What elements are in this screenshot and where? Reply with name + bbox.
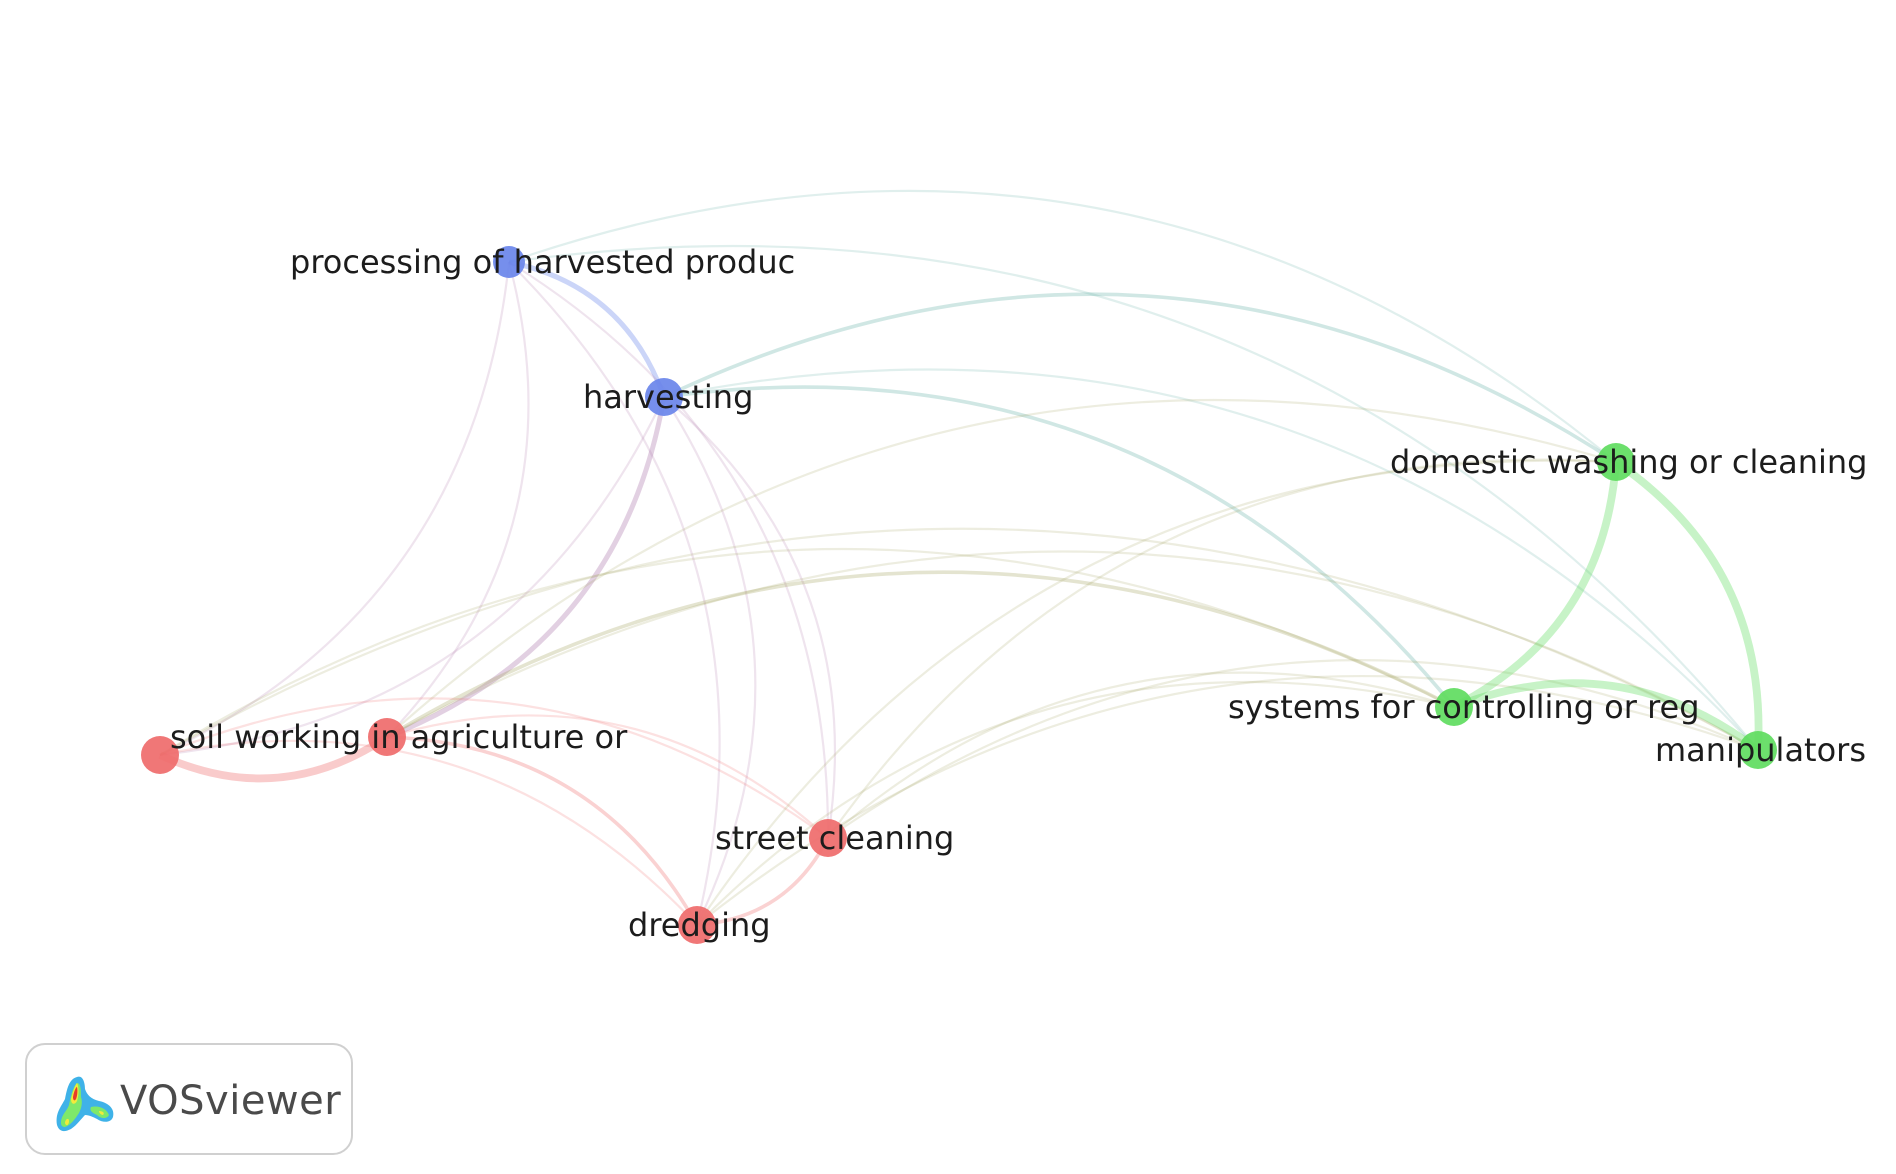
- link-harvesting-soil[interactable]: [386, 396, 667, 740]
- vosviewer-wordmark: VOSviewer: [120, 1078, 342, 1124]
- vosviewer-logo: VOSviewer: [25, 1043, 353, 1155]
- node-street[interactable]: [809, 819, 847, 857]
- node-label-processing[interactable]: processing of harvested produc: [290, 243, 795, 281]
- link-harvesting-unlabeled[interactable]: [159, 396, 665, 757]
- link-harvesting-manipulators[interactable]: [663, 368, 1759, 751]
- link-unlabeled-street[interactable]: [159, 697, 829, 839]
- node-label-harvesting[interactable]: harvesting: [583, 378, 753, 416]
- node-harvesting[interactable]: [645, 378, 683, 416]
- link-soil-manipulators[interactable]: [386, 550, 1759, 751]
- link-street-manipulators[interactable]: [827, 659, 1759, 839]
- link-soil-systems[interactable]: [386, 570, 1455, 739]
- node-processing[interactable]: [493, 246, 525, 278]
- node-systems[interactable]: [1435, 688, 1473, 726]
- link-street-domestic[interactable]: [827, 458, 1617, 839]
- link-processing-street[interactable]: [508, 261, 830, 839]
- link-soil-street[interactable]: [386, 714, 829, 839]
- link-processing-domestic[interactable]: [508, 189, 1617, 463]
- node-label-street[interactable]: street cleaning: [715, 819, 954, 857]
- link-processing-manipulators[interactable]: [508, 244, 1759, 751]
- link-dredging-systems[interactable]: [696, 680, 1455, 926]
- node-label-soil[interactable]: soil working in agriculture or: [170, 718, 628, 756]
- link-harvesting-dredging[interactable]: [663, 396, 757, 926]
- link-processing-dredging[interactable]: [508, 261, 721, 926]
- node-label-domestic[interactable]: domestic washing or cleaning: [1390, 443, 1867, 481]
- link-systems-manipulators[interactable]: [1452, 679, 1761, 754]
- node-unlabeled[interactable]: [141, 736, 179, 774]
- node-label-manipulators[interactable]: manipulators: [1655, 731, 1866, 769]
- link-harvesting-systems[interactable]: [663, 385, 1456, 709]
- link-layer: [158, 189, 1763, 927]
- node-domestic[interactable]: [1597, 443, 1635, 481]
- node-dredging[interactable]: [678, 906, 716, 944]
- link-dredging-domestic[interactable]: [696, 459, 1617, 926]
- link-unlabeled-systems[interactable]: [159, 547, 1455, 756]
- link-domestic-manipulators[interactable]: [1613, 458, 1763, 751]
- link-unlabeled-manipulators[interactable]: [159, 527, 1759, 756]
- node-layer: [141, 246, 1777, 944]
- node-label-systems[interactable]: systems for controlling or reg: [1228, 688, 1700, 726]
- link-soil-dredging[interactable]: [386, 735, 699, 926]
- link-harvesting-domestic[interactable]: [663, 292, 1617, 464]
- link-processing-soil[interactable]: [386, 261, 530, 738]
- link-street-dredging[interactable]: [696, 837, 830, 927]
- vosviewer-density-logo-icon: [56, 1076, 114, 1132]
- link-processing-harvesting[interactable]: [508, 259, 667, 398]
- node-label-dredging[interactable]: dredging: [628, 906, 771, 944]
- link-soil-unlabeled[interactable]: [158, 733, 390, 783]
- link-harvesting-street[interactable]: [663, 396, 837, 839]
- node-soil[interactable]: [368, 718, 406, 756]
- node-manipulators[interactable]: [1739, 731, 1777, 769]
- link-processing-unlabeled[interactable]: [159, 261, 511, 756]
- link-soil-domestic[interactable]: [386, 398, 1617, 738]
- link-street-systems[interactable]: [827, 671, 1455, 839]
- link-domestic-systems[interactable]: [1452, 461, 1620, 711]
- label-layer: processing of harvested produc harvesting…: [170, 243, 1867, 944]
- link-unlabeled-dredging[interactable]: [159, 739, 698, 926]
